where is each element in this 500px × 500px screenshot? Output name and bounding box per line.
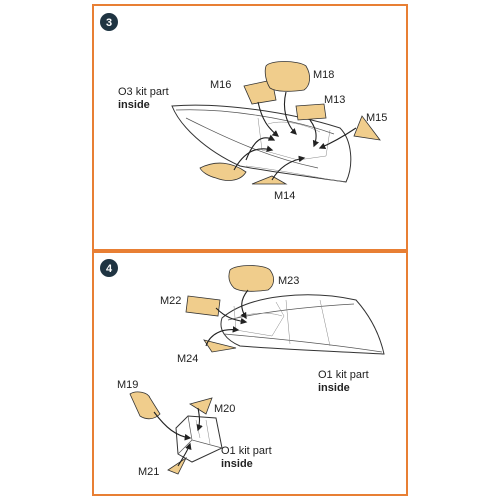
arrow-m21 — [177, 442, 192, 467]
decal-m21 — [167, 456, 188, 475]
decal-m18 — [264, 61, 310, 92]
arrow-m24 — [205, 326, 240, 347]
arrow-m23 — [240, 289, 249, 320]
label-m18: M18 — [313, 69, 334, 81]
label-m19: M19 — [117, 379, 138, 391]
label-m13: M13 — [324, 94, 345, 106]
decal-m14-a — [199, 162, 247, 181]
arrow-m18 — [283, 91, 297, 135]
arrow-m22 — [215, 307, 248, 325]
step-4-kit-note-2: O1 kit part — [221, 445, 272, 457]
step-4-badge — [100, 259, 118, 277]
step-3-kit-note: O3 kit part — [118, 86, 169, 98]
decal-m13 — [295, 103, 327, 121]
step-4-kit-note: O1 kit part — [318, 369, 369, 381]
step-3-number: 3 — [106, 17, 112, 29]
arrow-m16 — [257, 101, 280, 137]
arrow-m15 — [318, 127, 357, 149]
step-3-badge — [100, 13, 118, 31]
step-3-kit-note-bold: inside — [118, 99, 150, 111]
arrow-m13 — [309, 119, 320, 148]
step-3-hull — [171, 104, 352, 183]
decal-m20 — [189, 397, 213, 415]
label-m15: M15 — [366, 112, 387, 124]
decal-m14-b — [251, 175, 288, 185]
label-m14: M14 — [274, 190, 295, 202]
step-4-number: 4 — [106, 263, 113, 275]
decal-m24 — [203, 339, 237, 353]
step-4-frame — [92, 251, 408, 496]
step-4-panel: 4 M23 M22 M24 O1 kit part inside — [92, 251, 408, 496]
label-m24: M24 — [177, 353, 198, 365]
decal-m16 — [243, 79, 277, 105]
step-3-frame — [92, 4, 408, 251]
step-4-kit-note-2-bold: inside — [221, 458, 253, 470]
arrow-m19 — [153, 411, 192, 441]
step-3-panel: 3 O3 kit part inside M16 M18 M13 — [92, 4, 408, 251]
arrow-m14-a — [233, 145, 274, 171]
label-m16: M16 — [210, 79, 231, 91]
label-m21: M21 — [138, 466, 159, 478]
decal-m22 — [185, 295, 221, 317]
arrow-m14-b — [271, 155, 306, 181]
step-4-hull — [220, 294, 385, 355]
decal-m23 — [228, 265, 274, 292]
label-m22: M22 — [160, 295, 181, 307]
label-m20: M20 — [214, 403, 235, 415]
decal-m19 — [129, 391, 161, 420]
arrow-m20 — [196, 407, 203, 432]
decal-m15 — [353, 115, 381, 141]
arrow-m14-c — [245, 134, 276, 161]
step-4-kit-note-bold: inside — [318, 382, 350, 394]
label-m23: M23 — [278, 275, 299, 287]
